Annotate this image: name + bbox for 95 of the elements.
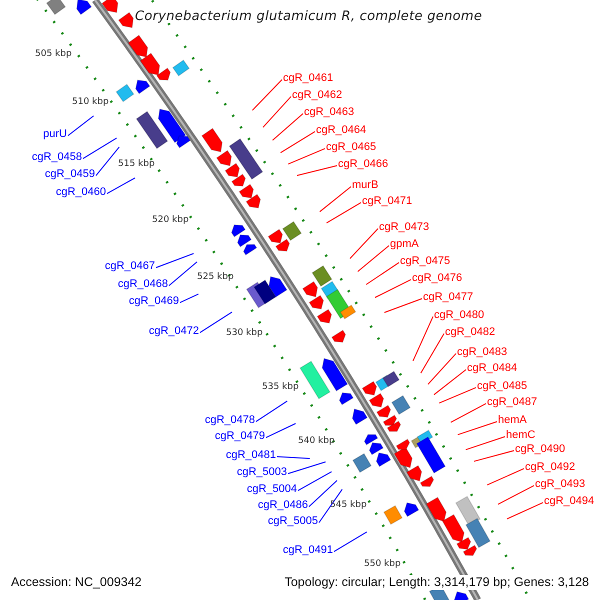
gene-label: cgR_0464 xyxy=(316,125,366,136)
leader-line xyxy=(384,298,422,313)
scale-label: 510 kbp xyxy=(72,98,109,107)
leader-line xyxy=(357,245,390,272)
gene-label: hemA xyxy=(498,415,527,426)
accession-text: Accession: NC_009342 xyxy=(9,575,144,590)
leader-line xyxy=(68,115,94,136)
leader-line xyxy=(288,148,326,165)
gene-label: cgR_0475 xyxy=(400,256,450,267)
gene-label: cgR_0478 xyxy=(204,415,255,426)
gene-label: cgR_0469 xyxy=(128,296,179,307)
leader-line xyxy=(438,387,476,404)
leader-line xyxy=(412,316,434,362)
gene-label: cgR_0460 xyxy=(56,187,106,198)
gene-label: cgR_0486 xyxy=(258,500,308,511)
gene-label: cgR_0468 xyxy=(118,279,168,290)
leader-line xyxy=(82,138,118,160)
gene-label: purU xyxy=(43,129,67,140)
leader-line xyxy=(272,113,304,141)
gene-label: cgR_0472 xyxy=(148,326,199,337)
gene-label: cgR_0471 xyxy=(362,196,412,207)
gene-label: gpmA xyxy=(390,239,419,250)
leader-line xyxy=(156,253,194,268)
gene-label: cgR_0490 xyxy=(515,444,566,455)
leader-line xyxy=(486,468,524,486)
gene-label: cgR_0461 xyxy=(283,73,334,84)
gene-label: cgR_0485 xyxy=(477,381,528,392)
gene-label: cgR_0494 xyxy=(544,496,594,507)
topology-text: Topology: circular; Length: 3,314,179 bp; Genes: 3,128 xyxy=(282,575,591,590)
leader-line xyxy=(506,502,544,520)
gene-label: cgR_5004 xyxy=(246,484,297,495)
gene-label: cgR_0463 xyxy=(304,107,354,118)
gene-label: cgR_0480 xyxy=(434,310,484,321)
leader-line xyxy=(434,369,466,396)
scale-label: 535 kbp xyxy=(262,383,299,392)
gene-label: cgR_0477 xyxy=(423,292,474,303)
gene-label: cgR_0466 xyxy=(338,159,388,170)
scale-label: 540 kbp xyxy=(298,437,335,446)
leader-line xyxy=(200,312,232,334)
leader-line xyxy=(266,423,296,438)
gene-label: cgR_0491 xyxy=(282,545,333,556)
gene-label: cgR_0492 xyxy=(525,462,576,473)
leader-line xyxy=(168,261,198,286)
scale-label: 525 kbp xyxy=(197,273,234,282)
leader-line xyxy=(252,79,282,111)
leader-line xyxy=(474,450,514,462)
gene-label: cgR_0476 xyxy=(412,273,462,284)
leader-line xyxy=(298,471,332,492)
leader-line xyxy=(96,146,120,176)
leader-line xyxy=(288,461,326,474)
gene-label: cgR_0484 xyxy=(467,363,518,374)
gene-label: cgR_0465 xyxy=(326,142,376,153)
gene-label: cgR_0483 xyxy=(457,347,508,358)
gene-label: cgR_5003 xyxy=(236,467,287,478)
leader-line xyxy=(457,421,498,436)
leader-line xyxy=(334,531,368,552)
leader-line xyxy=(180,294,199,304)
gene-label: cgR_0458 xyxy=(32,152,82,163)
gene-label: cgR_0481 xyxy=(226,450,276,461)
leader-line xyxy=(465,436,506,450)
leader-line xyxy=(308,480,338,508)
gene-label: cgR_0467 xyxy=(104,261,155,272)
leader-line xyxy=(326,202,362,224)
scale-label: 520 kbp xyxy=(152,216,189,225)
gene-label: cgR_0459 xyxy=(44,169,95,180)
leader-line xyxy=(262,96,292,128)
leader-line xyxy=(296,165,338,176)
gene-label: cgR_5005 xyxy=(268,516,318,527)
leader-line xyxy=(374,279,412,298)
leader-line xyxy=(280,131,316,154)
gene-label: hemC xyxy=(506,430,536,441)
gene-label: cgR_0479 xyxy=(214,431,265,442)
scale-label: 545 kbp xyxy=(330,501,367,510)
gene-label: cgR_0487 xyxy=(487,397,538,408)
leader-line xyxy=(450,403,486,423)
scale-label: 550 kbp xyxy=(364,560,401,569)
leader-line xyxy=(276,456,310,459)
leader-line xyxy=(106,177,136,194)
gene-label: murB xyxy=(352,180,378,191)
leader-line xyxy=(428,353,456,385)
scale-label: 530 kbp xyxy=(226,329,263,338)
leader-line xyxy=(498,485,534,505)
gene-label: cgR_0473 xyxy=(379,222,430,233)
leader-line xyxy=(350,228,378,259)
map-title: Corynebacterium glutamicum R, complete genome xyxy=(135,10,482,23)
leader-line xyxy=(318,488,343,524)
leader-line xyxy=(420,333,444,374)
scale-label: 515 kbp xyxy=(118,160,155,169)
gene-label: cgR_0493 xyxy=(535,479,586,490)
scale-label: 505 kbp xyxy=(35,50,72,59)
gene-label: cgR_0462 xyxy=(292,90,342,101)
leader-line xyxy=(366,262,400,285)
gene-label: cgR_0482 xyxy=(445,327,496,338)
leader-line xyxy=(256,400,288,422)
leader-line xyxy=(319,186,352,212)
